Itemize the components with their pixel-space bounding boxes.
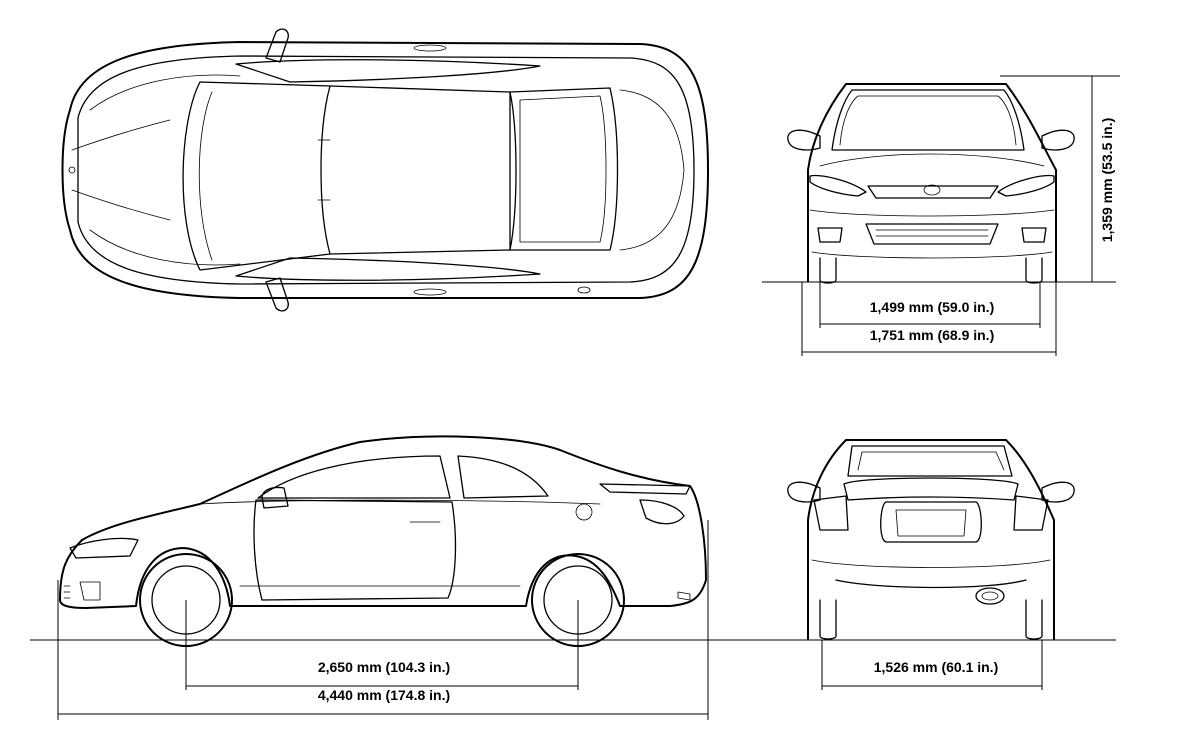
overall-length-label: 4,440 mm (174.8 in.) bbox=[318, 687, 450, 703]
side-view bbox=[59, 435, 707, 647]
overall-height-label: 1,359 mm (53.5 in.) bbox=[1099, 118, 1115, 243]
overall-width-label: 1,751 mm (68.9 in.) bbox=[870, 327, 995, 343]
wheelbase-label: 2,650 mm (104.3 in.) bbox=[318, 659, 450, 675]
dimension-lines bbox=[30, 75, 1120, 720]
front-track-label: 1,499 mm (59.0 in.) bbox=[870, 299, 995, 315]
front-view bbox=[787, 83, 1075, 284]
rear-track-label: 1,526 mm (60.1 in.) bbox=[874, 659, 999, 675]
top-view bbox=[61, 28, 709, 312]
rear-view bbox=[787, 439, 1075, 640]
